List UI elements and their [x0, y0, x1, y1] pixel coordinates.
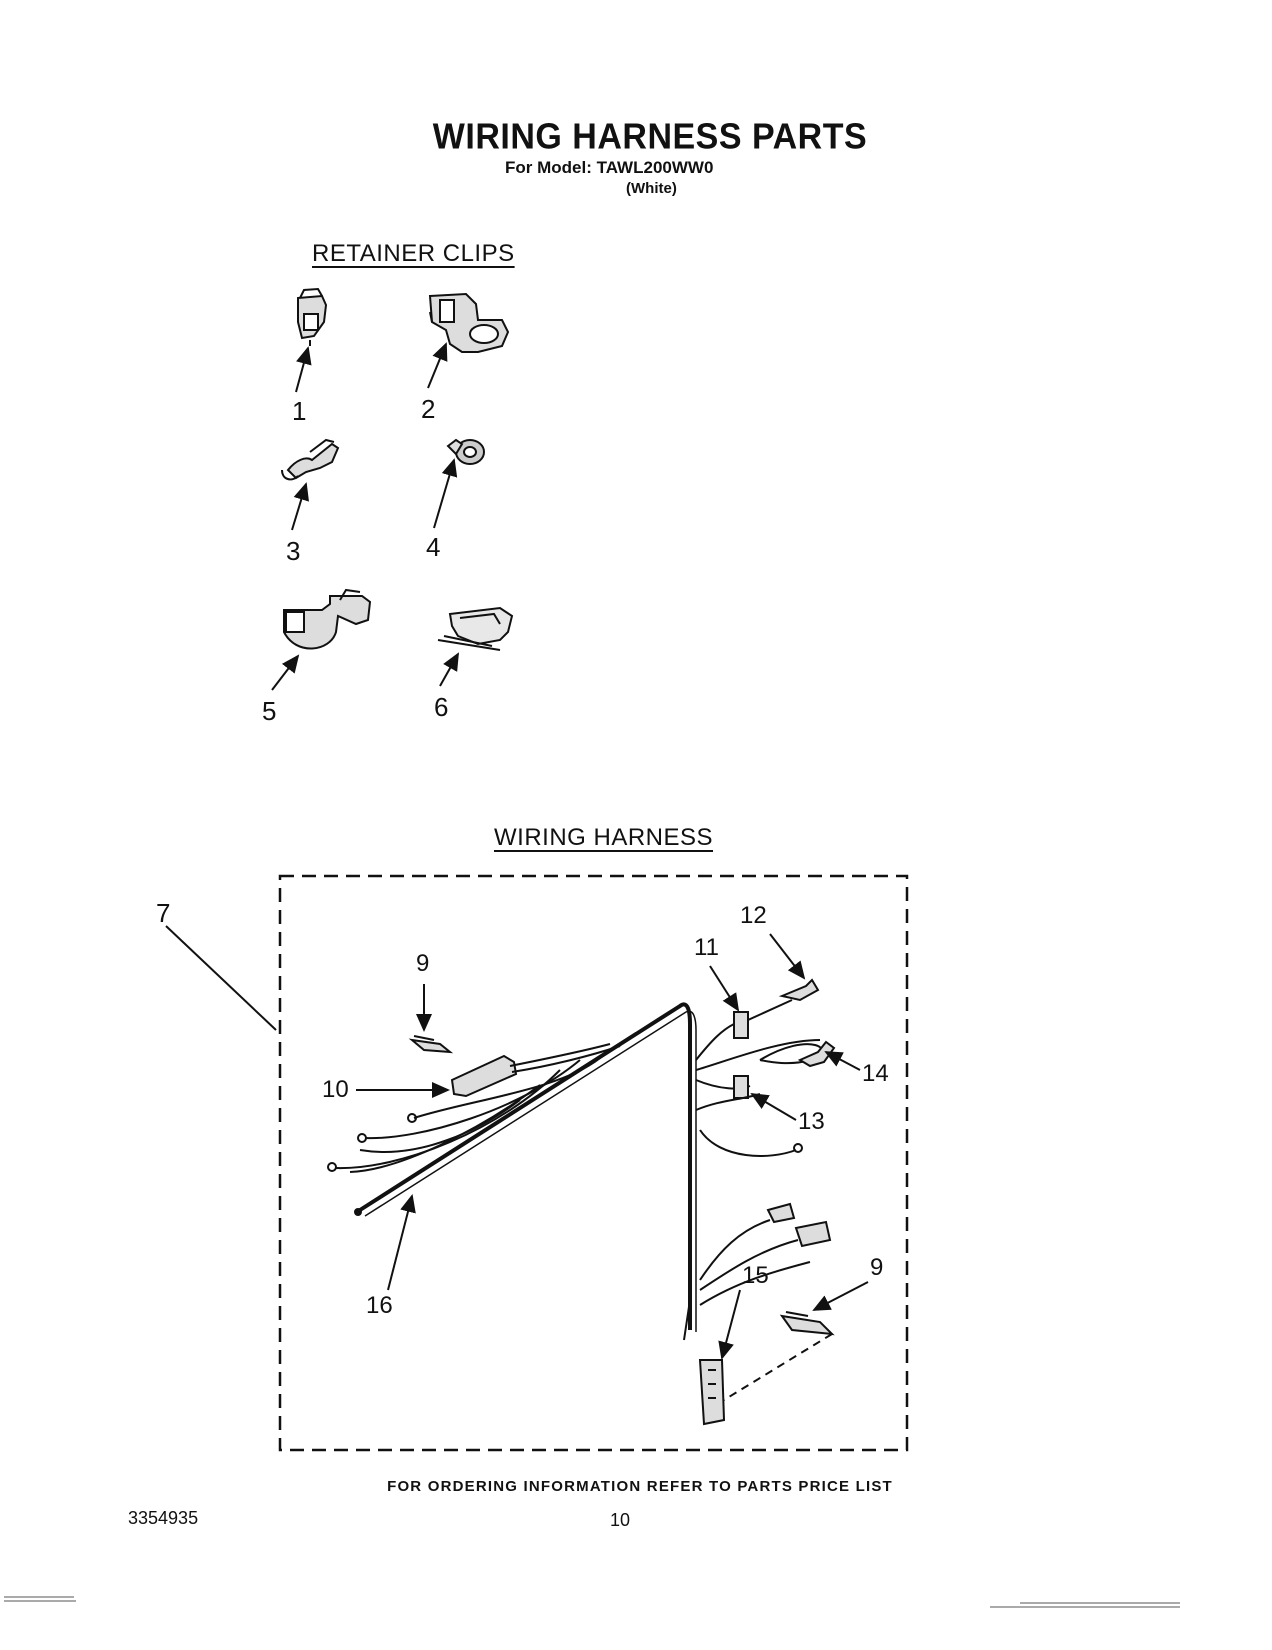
footer-fine-print-left: [4, 1594, 76, 1604]
harness-box: [278, 874, 909, 1452]
callout-7: 7: [156, 898, 171, 928]
callout-clip-3: 3: [286, 536, 301, 566]
callout-15: 15: [742, 1262, 769, 1289]
ordering-information-note: FOR ORDERING INFORMATION REFER TO PARTS …: [387, 1478, 893, 1495]
wiring-harness-heading: WIRING HARNESS: [494, 824, 714, 851]
footer-fine-print-right: [990, 1600, 1180, 1610]
retainer-clip-4-drawing: [446, 438, 485, 465]
harness-leader-lines: [165, 925, 869, 1360]
callout-16: 16: [366, 1292, 393, 1319]
document-number: 3354935: [128, 1508, 199, 1528]
callout-10: 10: [322, 1076, 349, 1103]
model-line: For Model: TAWL200WW0: [505, 158, 714, 177]
callout-clip-1: 1: [292, 396, 307, 426]
callout-11: 11: [694, 934, 719, 961]
callout-clip-4: 4: [426, 532, 441, 562]
retainer-clip-6-drawing: [437, 606, 514, 651]
callout-clip-6: 6: [434, 692, 449, 722]
callout-9-bottom: 9: [870, 1254, 884, 1281]
retainer-clips-heading: RETAINER CLIPS: [312, 240, 515, 267]
callout-9-top: 9: [416, 950, 430, 977]
callout-13: 13: [798, 1108, 825, 1135]
retainer-clip-1-drawing: [297, 287, 328, 346]
callout-clip-2: 2: [421, 394, 436, 424]
retainer-clip-2-drawing: [428, 292, 510, 353]
retainer-clip-3-drawing: [281, 438, 340, 481]
wiring-harness-drawing: [327, 978, 836, 1426]
color-line: (White): [626, 180, 677, 197]
page-title: WIRING HARNESS PARTS: [432, 117, 868, 157]
clip-leader-arrows: [271, 342, 459, 691]
callout-clip-5: 5: [262, 696, 277, 726]
retainer-clip-5-drawing: [283, 588, 372, 650]
callout-12: 12: [740, 902, 767, 929]
callout-14: 14: [862, 1060, 889, 1087]
page-number: 10: [610, 1510, 631, 1530]
